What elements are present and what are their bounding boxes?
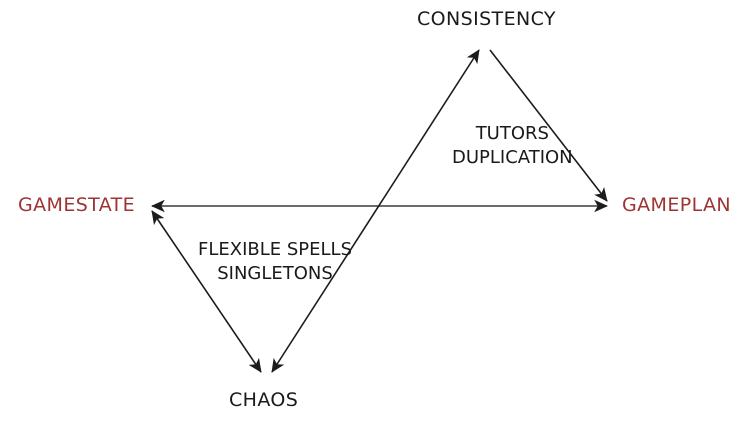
edge-label-flexible-singletons: FLEXIBLE SPELLS SINGLETONS (198, 238, 352, 287)
node-label-chaos: CHAOS (229, 389, 299, 411)
edge-label-tutors-line1: TUTORS (475, 123, 549, 144)
edge-label-tutors-line2: DUPLICATION (452, 147, 573, 169)
edge-consistency-gameplan (489, 49, 608, 202)
node-label-gamestate: GAMESTATE (18, 194, 136, 216)
edge-label-flexible-line1: FLEXIBLE SPELLS (198, 239, 353, 260)
edge-chaos-consistency (271, 49, 480, 373)
edge-label-flexible-line2: SINGLETONS (217, 263, 333, 285)
edge-label-tutors-duplication: TUTORS DUPLICATION (452, 122, 573, 171)
edge-gamestate-chaos (151, 210, 262, 373)
node-label-consistency: CONSISTENCY (417, 8, 556, 30)
node-label-gameplan: GAMEPLAN (622, 194, 732, 216)
